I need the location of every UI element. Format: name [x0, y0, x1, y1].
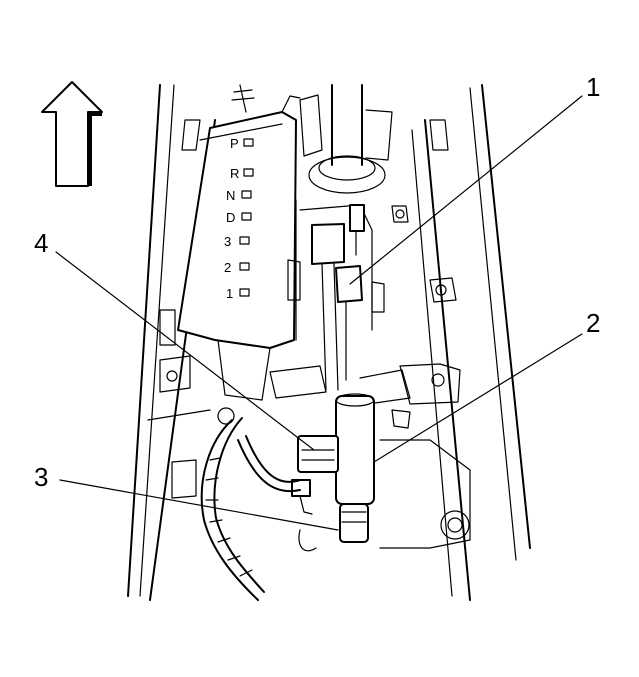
leader-line-3: [59, 479, 339, 531]
up-arrow-icon: [41, 81, 103, 187]
callout-3: 3: [34, 462, 48, 492]
electrical-connector: [291, 435, 339, 515]
callout-2: 2: [586, 308, 600, 338]
gear-label-p: P: [230, 136, 239, 151]
wiring-harness: [171, 407, 317, 601]
leader-line-2: [373, 333, 583, 463]
callout-4: 4: [34, 228, 48, 258]
gear-indicator-housing: [177, 84, 301, 401]
gear-labels: P R N D 3 2 1: [224, 136, 254, 301]
gear-label-n: N: [226, 188, 235, 203]
gear-label-r: R: [230, 166, 239, 181]
gear-label-2: 2: [224, 260, 231, 275]
shift-lever: [299, 84, 393, 194]
shift-interlock-solenoid: [335, 393, 375, 543]
callout-labels: 1 2 3 4: [34, 72, 600, 492]
leader-line-1: [349, 95, 583, 285]
gear-label-d: D: [226, 210, 235, 225]
gear-label-3: 3: [224, 234, 231, 249]
callout-1: 1: [586, 72, 600, 102]
leader-line-4: [55, 251, 315, 451]
gear-label-1: 1: [226, 286, 233, 301]
shift-mechanism: [269, 199, 471, 549]
leader-lines: [55, 95, 583, 531]
